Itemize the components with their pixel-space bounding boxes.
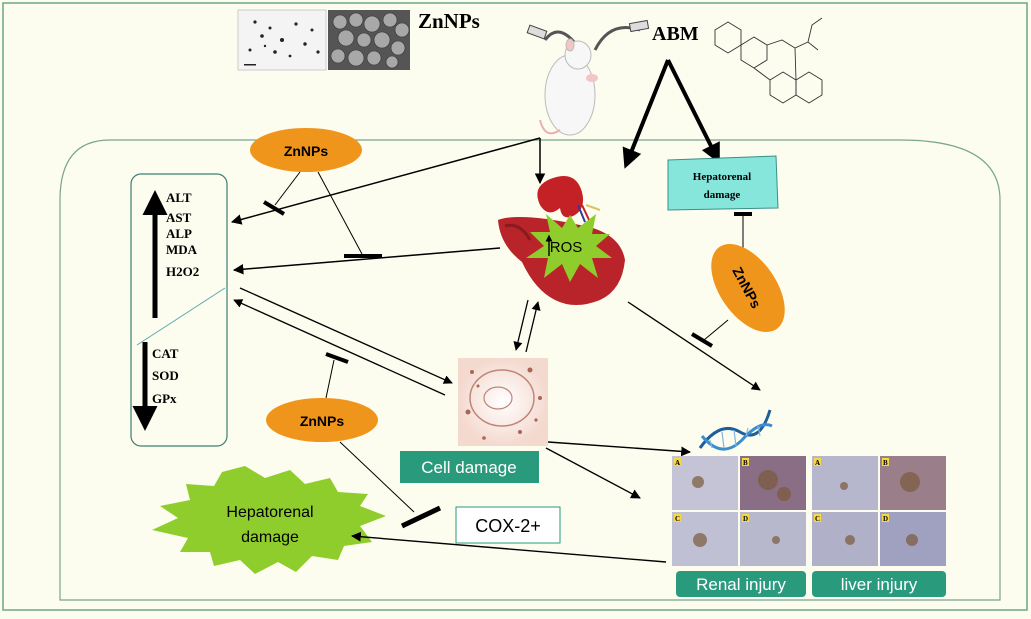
ros-label: ROS (550, 239, 583, 256)
znnps-oval-top (250, 128, 362, 172)
cox2-label: COX-2+ (475, 516, 541, 536)
hepatorenal-box-line1: Hepatorenal (693, 171, 751, 183)
markers-divider (136, 287, 226, 346)
renal-panel-d-letter: D (743, 515, 748, 523)
inhibit-bar-zn3-damage (400, 505, 442, 529)
znnps-oval-top-label: ZnNPs (284, 143, 329, 159)
sem-image (328, 10, 410, 70)
marker-mda: MDA (166, 242, 198, 257)
znnps-title: ZnNPs (418, 9, 480, 33)
inhibit-line-zn1-liver (317, 171, 363, 255)
znnps-oval-right (711, 244, 785, 332)
inhibit-bar-zn1-markers (262, 200, 286, 216)
arrow-rat-to-markers (230, 137, 541, 225)
cox2-box (455, 506, 561, 544)
arrow-cell-to-dna (547, 441, 691, 457)
znnps-oval-bottom-label: ZnNPs (300, 413, 345, 429)
arrow-cell-to-histology (545, 447, 641, 499)
renal-injury-label: Renal injury (696, 575, 786, 594)
marker-ast: AST (166, 210, 192, 225)
inhibit-line-zn3-damage (339, 441, 415, 513)
cell-boundary (59, 139, 1001, 601)
inhibit-line-zn3-path (325, 359, 335, 399)
inhibit-line-zn2-path (703, 319, 729, 341)
arrow-histology-to-damage (351, 531, 667, 563)
cell-damage-label: Cell damage (421, 458, 516, 477)
tem-image (237, 9, 327, 71)
renal-panel-a-letter: A (675, 459, 680, 467)
renal-panel-b-letter: B (743, 459, 748, 467)
marker-alp: ALP (166, 226, 192, 241)
inhibit-line-zn1-markers (274, 171, 301, 206)
hepatorenal-damage-star (152, 466, 386, 574)
renal-panel-c-letter: C (675, 515, 680, 523)
inhibit-bar-zn2-path (690, 332, 714, 348)
marker-alt: ALT (166, 190, 192, 205)
histology-liver-panels (812, 456, 946, 566)
marker-gpx: GPx (152, 391, 177, 406)
kidney-illustration (537, 176, 601, 223)
marker-h2o2: H2O2 (166, 264, 199, 279)
cell-damage-image (458, 358, 548, 446)
histology-renal-panels (672, 456, 806, 566)
renal-injury-box (676, 571, 806, 597)
hepatorenal-box-line2: damage (704, 189, 741, 201)
arrow-liver-to-cell (513, 299, 529, 351)
liver-panel-b-letter: B (883, 459, 888, 467)
liver-panel-d-letter: D (883, 515, 888, 523)
arrow-cell-to-liver (525, 301, 541, 353)
abm-structure (714, 17, 823, 104)
cell-damage-box (400, 451, 539, 483)
hepatorenal-star-line1: Hepatorenal (226, 504, 313, 521)
arrow-abm-to-damage (666, 59, 720, 164)
abm-title: ABM (652, 23, 699, 45)
inhibit-bar-zn3-path (325, 352, 349, 364)
znnps-oval-bottom (266, 398, 378, 442)
liver-injury-box (812, 571, 946, 597)
hepatorenal-damage-box (667, 155, 779, 211)
arrow-cell-to-markers (233, 299, 446, 396)
liver-injury-label: liver injury (841, 575, 918, 594)
arrow-liver-to-markers (232, 247, 501, 275)
liver-panel-c-letter: C (815, 515, 820, 523)
marker-cat: CAT (152, 346, 179, 361)
hepatorenal-star-line2: damage (241, 529, 299, 546)
arrow-abm-to-liver (622, 59, 670, 169)
dna-helix-icon (698, 409, 773, 451)
rat-illustration (526, 19, 650, 136)
marker-sod: SOD (152, 368, 179, 383)
page-frame (2, 2, 1028, 611)
arrow-markers-to-cell (239, 287, 453, 384)
ros-star (526, 214, 612, 282)
liver-panel-a-letter: A (815, 459, 820, 467)
arrow-liver-to-dna (627, 301, 761, 391)
